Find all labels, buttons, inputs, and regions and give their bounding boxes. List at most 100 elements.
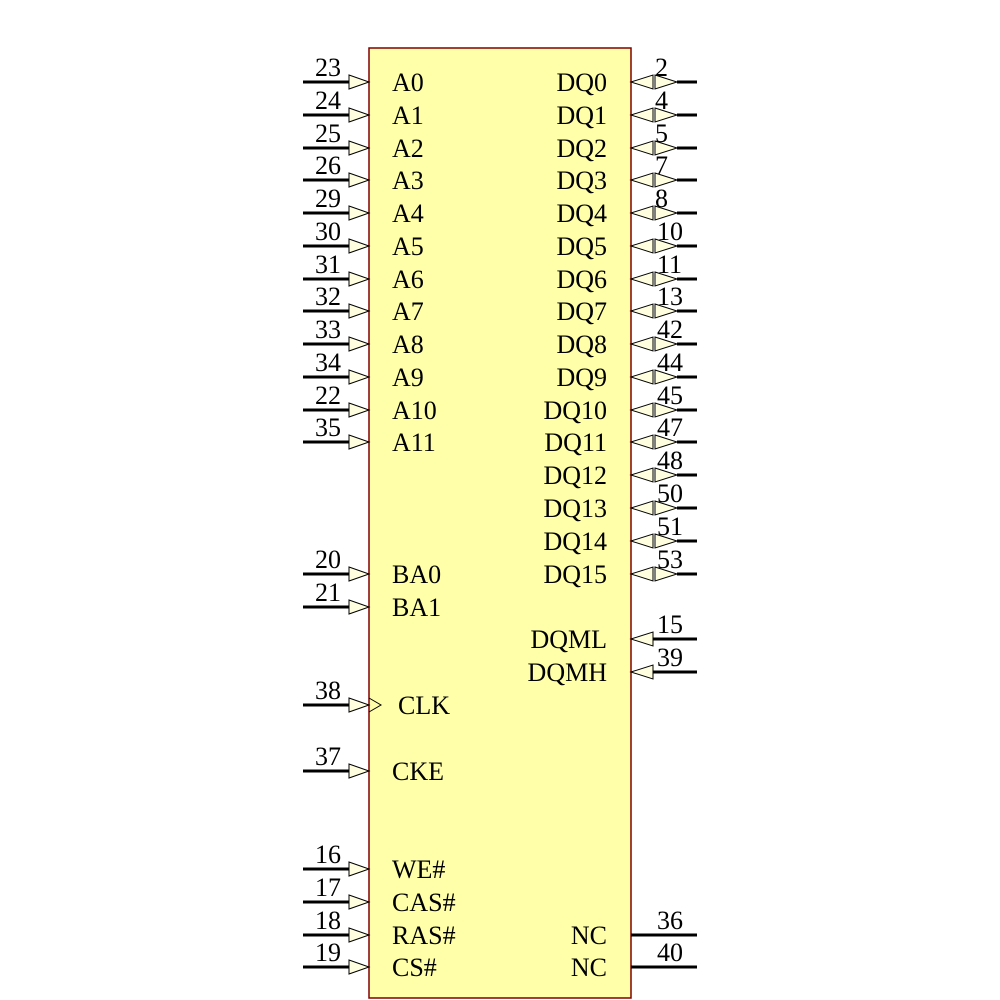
pin-name: BA0 [392, 560, 441, 589]
pin-number: 33 [315, 315, 341, 344]
pin-number: 39 [657, 643, 683, 672]
input-arrow-icon [348, 599, 371, 615]
input-arrow-icon [348, 74, 371, 90]
pin-number: 10 [657, 217, 683, 246]
pin-number: 8 [655, 184, 668, 213]
pin-name: CLK [398, 691, 450, 720]
pin-name: DQ5 [556, 232, 607, 261]
pin-number: 51 [657, 512, 683, 541]
input-arrow-icon [348, 927, 371, 943]
pin-name: CAS# [392, 888, 456, 917]
input-arrow-icon [348, 369, 371, 385]
input-arrow-icon [348, 861, 371, 877]
pin-number: 42 [657, 315, 683, 344]
input-arrow-icon [654, 434, 679, 450]
input-arrow-icon [348, 697, 371, 713]
pin-number: 48 [657, 446, 683, 475]
input-arrow-icon [348, 107, 371, 123]
pin-number: 21 [315, 578, 341, 607]
pin-name: A11 [392, 428, 436, 457]
input-arrow-icon [348, 402, 371, 418]
pin-name: CS# [392, 953, 437, 982]
output-arrow-icon [629, 303, 654, 319]
chip-body[interactable] [368, 47, 632, 999]
input-arrow-icon [654, 140, 679, 156]
input-arrow-icon [654, 402, 679, 418]
pin-name: DQ2 [556, 134, 607, 163]
pin-number: 34 [315, 348, 341, 377]
input-arrow-icon [348, 271, 371, 287]
pin-name: DQ3 [556, 166, 607, 195]
input-arrow-icon [654, 566, 679, 582]
pin-number: 2 [655, 53, 668, 82]
output-arrow-icon [629, 369, 654, 385]
pin-name: A8 [392, 330, 424, 359]
input-arrow-icon [654, 238, 679, 254]
pin-name: DQ11 [544, 428, 607, 457]
output-arrow-icon [629, 566, 654, 582]
pin-number: 19 [315, 938, 341, 967]
input-arrow-icon [348, 205, 371, 221]
pin-number: 31 [315, 250, 341, 279]
output-arrow-icon [629, 336, 654, 352]
pin-number: 13 [657, 282, 683, 311]
pin-name: DQ10 [543, 396, 607, 425]
input-arrow-icon [629, 631, 654, 647]
pin-number: 36 [657, 906, 683, 935]
pin-name: DQ15 [543, 560, 607, 589]
output-arrow-icon [629, 402, 654, 418]
pin-number: 5 [655, 119, 668, 148]
output-arrow-icon [629, 434, 654, 450]
input-arrow-icon [654, 336, 679, 352]
output-arrow-icon [629, 140, 654, 156]
pin-name: CKE [392, 757, 444, 786]
output-arrow-icon [629, 271, 654, 287]
input-arrow-icon [654, 107, 679, 123]
input-arrow-icon [654, 172, 679, 188]
pin-number: 38 [315, 676, 341, 705]
pin-name: DQ14 [543, 527, 607, 556]
pin-name: DQ6 [556, 265, 607, 294]
output-arrow-icon [629, 205, 654, 221]
